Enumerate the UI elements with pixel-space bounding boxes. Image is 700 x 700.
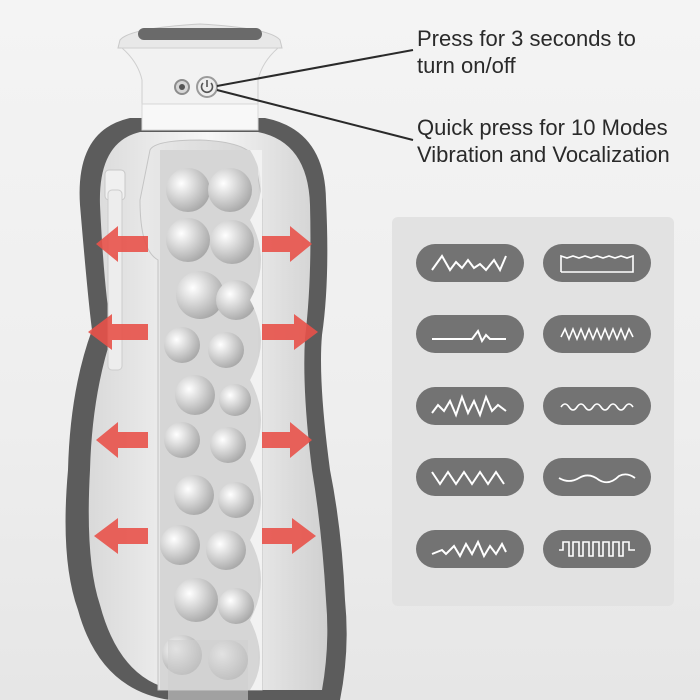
rising-spikes-icon [431, 539, 507, 559]
mode-2-pill [543, 244, 651, 282]
arrow-left-1-icon [96, 226, 148, 262]
mode-4-pill [543, 315, 651, 353]
arrow-left-3-icon [96, 422, 148, 458]
flat-blip-icon [432, 328, 506, 344]
pressure-arrows [88, 226, 318, 554]
vibration-mode-panel [392, 217, 674, 606]
dense-zigzag-icon [560, 326, 634, 342]
power-callout-line2: turn on/off [417, 53, 516, 78]
mode-8-pill [543, 458, 651, 496]
modes-callout-line1: Quick press for 10 Modes [417, 115, 668, 140]
mode-3-pill [416, 315, 524, 353]
arrow-left-4-icon [94, 518, 148, 554]
modes-callout-line2: Vibration and Vocalization [417, 142, 670, 167]
mode-9-pill [416, 530, 524, 568]
zigzag-icon [431, 470, 505, 486]
mode-7-pill [416, 458, 524, 496]
power-callout: Press for 3 seconds to turn on/off [417, 25, 636, 79]
random-burst-icon [431, 394, 507, 418]
modes-callout: Quick press for 10 Modes Vibration and V… [417, 114, 670, 168]
spiky-waveform-icon [431, 254, 507, 273]
gentle-wave-icon [558, 473, 636, 484]
power-button[interactable] [196, 76, 218, 98]
arrow-right-4-icon [262, 518, 316, 554]
arrow-left-2-icon [88, 314, 148, 350]
pulse-train-icon [559, 541, 635, 557]
arrow-right-3-icon [262, 422, 312, 458]
arrow-right-2-icon [262, 314, 318, 350]
mode-10-pill [543, 530, 651, 568]
mode-6-pill [543, 387, 651, 425]
mode-5-pill [416, 387, 524, 425]
callout-line-power [216, 49, 414, 87]
arrow-right-1-icon [262, 226, 312, 262]
square-wave-icon [560, 254, 634, 273]
bottom-tube [168, 640, 248, 700]
small-wave-icon [560, 403, 634, 411]
callout-line-modes [216, 89, 414, 141]
power-callout-line1: Press for 3 seconds to [417, 26, 636, 51]
mode-1-pill [416, 244, 524, 282]
